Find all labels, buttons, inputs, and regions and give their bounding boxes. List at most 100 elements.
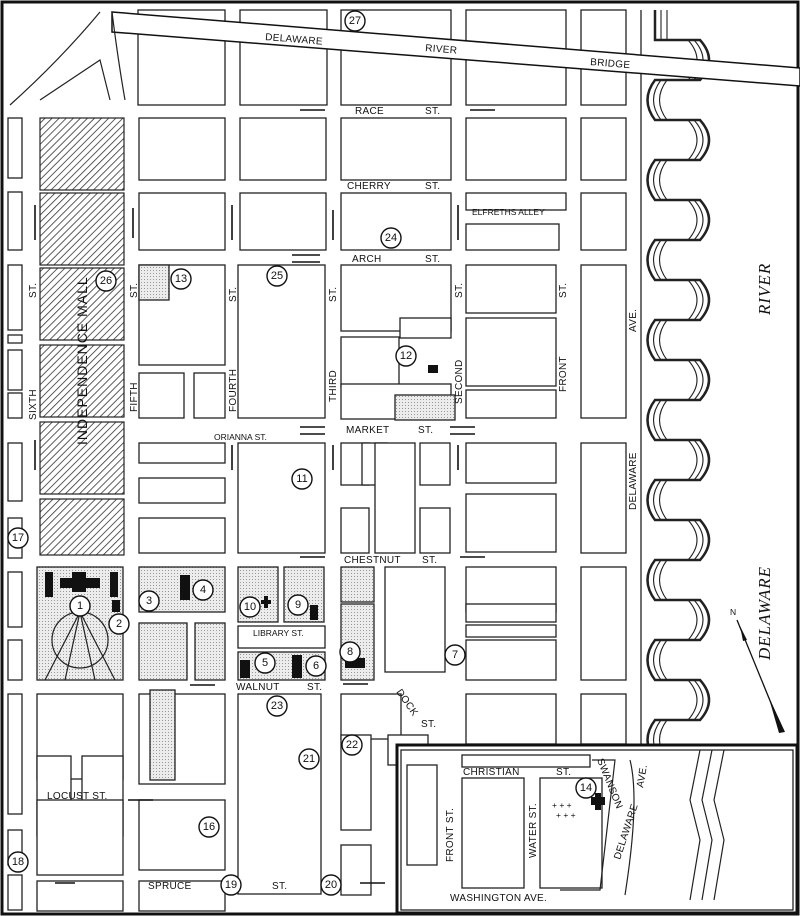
delaware-ave-label: DELAWARE — [628, 452, 639, 510]
independence-mall-block — [39, 498, 125, 556]
site-marker-number: 9 — [295, 599, 301, 611]
site-marker-14[interactable]: 14 — [575, 777, 597, 799]
site-marker-7[interactable]: 7 — [444, 644, 466, 666]
spruce-st-label: SPRUCE — [148, 881, 192, 892]
city-block — [138, 880, 226, 912]
site-marker-12[interactable]: 12 — [395, 345, 417, 367]
city-block — [340, 336, 400, 388]
walnut-st-suffix: ST. — [307, 682, 322, 693]
christian-st-label: CHRISTIAN — [463, 767, 520, 778]
site-marker-number: 5 — [262, 657, 268, 669]
city-block — [7, 117, 23, 179]
site-marker-25[interactable]: 25 — [266, 265, 288, 287]
city-block — [36, 799, 124, 876]
third-st-suffix: ST. — [328, 287, 339, 302]
site-marker-4[interactable]: 4 — [192, 579, 214, 601]
city-block — [237, 442, 326, 554]
historic-building — [240, 660, 250, 678]
site-marker-3[interactable]: 3 — [138, 590, 160, 612]
christian-st-suffix: ST. — [556, 767, 571, 778]
site-marker-11[interactable]: 11 — [291, 468, 313, 490]
city-block — [465, 603, 557, 623]
site-marker-24[interactable]: 24 — [380, 227, 402, 249]
city-block — [340, 844, 372, 896]
site-marker-9[interactable]: 9 — [287, 594, 309, 616]
graves-symbols-2: + + + — [556, 810, 576, 820]
city-block — [374, 442, 416, 554]
site-marker-18[interactable]: 18 — [7, 851, 29, 873]
site-marker-27[interactable]: 27 — [344, 10, 366, 32]
site-marker-1[interactable]: 1 — [69, 595, 91, 617]
city-block — [138, 442, 226, 464]
city-block — [7, 442, 23, 502]
independence-mall-block — [39, 344, 125, 418]
city-block — [138, 192, 226, 251]
city-block — [7, 874, 23, 911]
city-block — [7, 191, 23, 251]
site-marker-23[interactable]: 23 — [266, 695, 288, 717]
city-block — [580, 442, 627, 554]
shoreline-contour — [646, 10, 711, 761]
water-st-label: WATER ST. — [528, 803, 539, 858]
site-marker-2[interactable]: 2 — [108, 613, 130, 635]
site-marker-21[interactable]: 21 — [298, 748, 320, 770]
site-marker-19[interactable]: 19 — [220, 874, 242, 896]
cherry-st-suffix: ST. — [425, 181, 440, 192]
historic-building — [45, 572, 53, 597]
fourth-st-suffix: ST. — [228, 287, 239, 302]
walnut-st-label: WALNUT — [236, 682, 280, 693]
historic-building — [72, 572, 86, 592]
site-marker-number: 3 — [146, 595, 152, 607]
market-st-suffix: ST. — [418, 425, 433, 436]
north-compass: N — [730, 607, 785, 733]
site-marker-5[interactable]: 5 — [254, 652, 276, 674]
arch-st-label: ARCH — [352, 254, 382, 265]
locust-st-label: LOCUST ST. — [47, 791, 108, 802]
city-block — [465, 693, 557, 745]
library-st-label: LIBRARY ST. — [253, 628, 304, 638]
city-block — [580, 566, 627, 681]
site-marker-number: 16 — [203, 821, 215, 833]
site-marker-number: 14 — [580, 782, 592, 794]
delaware-river-bridge: DELAWARE RIVER BRIDGE — [9, 11, 800, 106]
city-block — [239, 117, 327, 181]
fourth-st-label: FOURTH — [228, 369, 239, 412]
site-marker-22[interactable]: 22 — [341, 734, 363, 756]
site-marker-10[interactable]: 10 — [239, 596, 261, 618]
city-block — [237, 264, 326, 419]
site-marker-number: 21 — [303, 753, 315, 765]
independence-mall-block — [39, 117, 125, 191]
site-marker-8[interactable]: 8 — [339, 641, 361, 663]
site-marker-6[interactable]: 6 — [305, 655, 327, 677]
site-marker-number: 11 — [296, 473, 307, 485]
cherry-st-label: CHERRY — [347, 181, 391, 192]
bridge-label-3: BRIDGE — [590, 57, 631, 71]
sixth-st-suffix: ST. — [28, 283, 39, 298]
city-block — [465, 117, 567, 181]
site-marker-20[interactable]: 20 — [320, 874, 342, 896]
city-block — [193, 372, 226, 419]
inset-front-st-label: FRONT ST. — [445, 808, 456, 862]
shoreline-contour — [652, 10, 704, 761]
site-marker-13[interactable]: 13 — [170, 268, 192, 290]
washington-ave-label: WASHINGTON AVE. — [450, 893, 547, 904]
city-block — [399, 317, 452, 339]
site-marker-number: 2 — [116, 618, 122, 630]
second-st-label: SECOND — [454, 359, 465, 404]
historic-building — [110, 572, 118, 597]
independence-mall-block — [39, 421, 125, 495]
historic-building — [428, 365, 438, 373]
graves-symbols: + + + — [552, 800, 572, 810]
city-blocks — [7, 9, 627, 912]
city-block — [36, 880, 124, 912]
race-st-suffix: ST. — [425, 106, 440, 117]
site-marker-16[interactable]: 16 — [198, 816, 220, 838]
site-marker-17[interactable]: 17 — [7, 527, 29, 549]
spruce-st-suffix: ST. — [272, 881, 287, 892]
inset-ave-label: AVE. — [635, 764, 650, 789]
river-label-river: RIVER — [755, 263, 774, 316]
site-marker-26[interactable]: 26 — [95, 270, 117, 292]
historic-building — [310, 605, 318, 620]
city-block — [465, 223, 560, 251]
